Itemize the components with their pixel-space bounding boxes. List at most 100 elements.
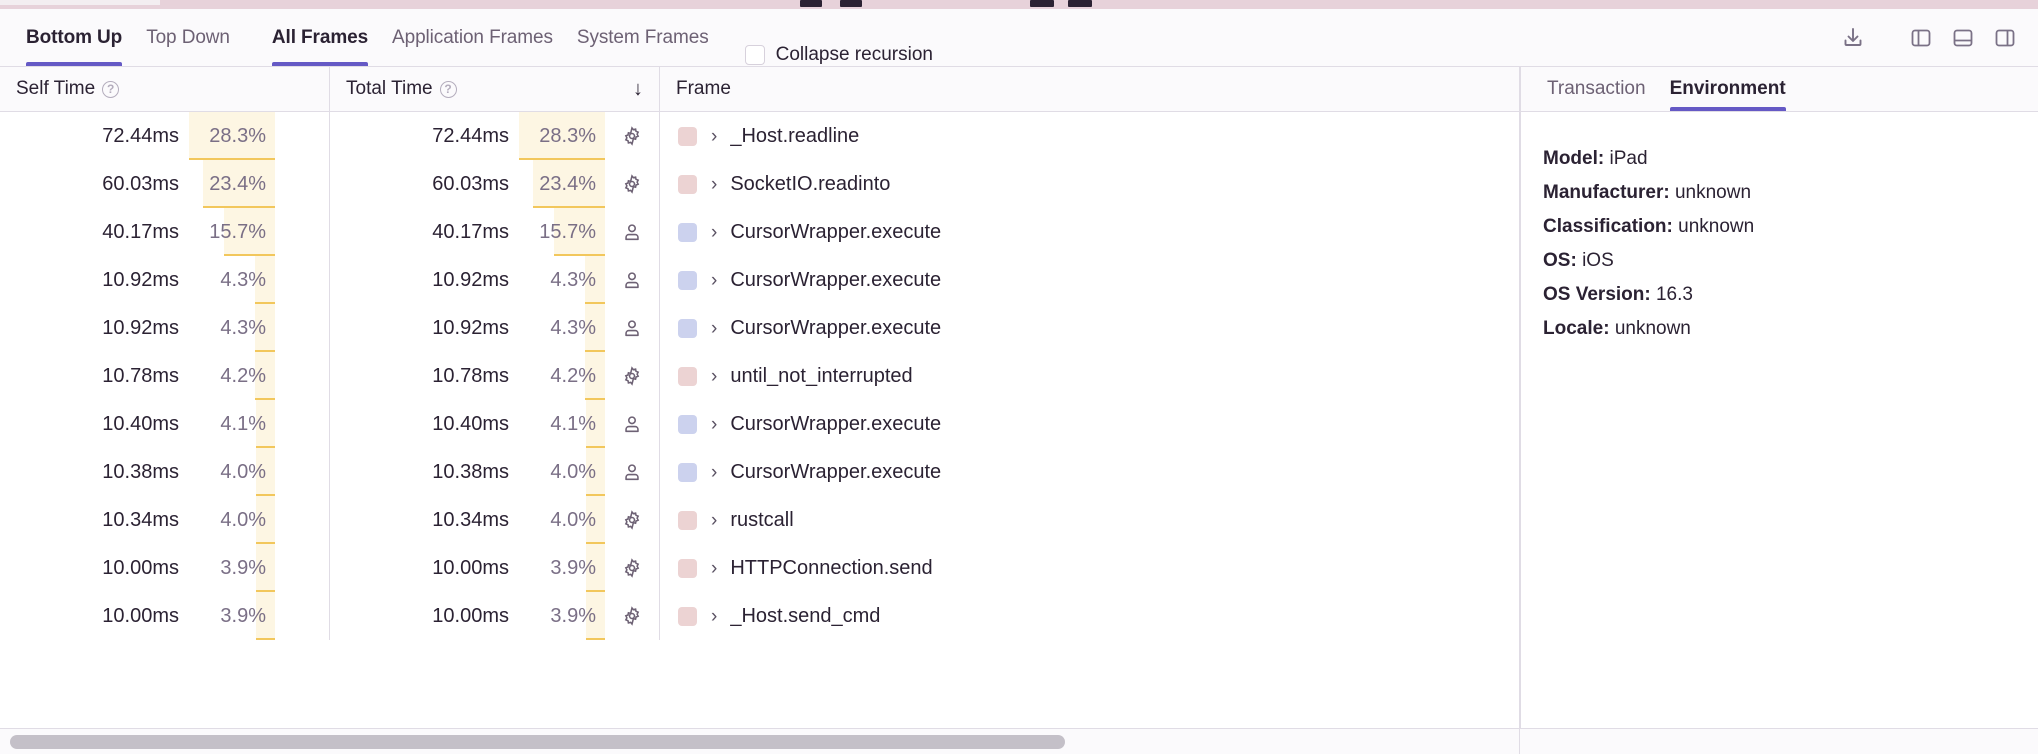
percent-value: 28.3% (539, 124, 596, 147)
environment-value: unknown (1678, 216, 1755, 237)
tab-environment[interactable]: Environment (1658, 67, 1798, 111)
cell-frame[interactable]: ›CursorWrapper.execute (660, 304, 1519, 352)
download-icon[interactable] (1836, 21, 1870, 55)
chevron-right-icon[interactable]: › (711, 173, 718, 195)
percent-value: 4.3% (220, 268, 266, 291)
collapse-recursion-checkbox[interactable] (744, 45, 765, 65)
frame-color-swatch (678, 126, 697, 146)
panel-bottom-icon[interactable] (1946, 21, 1980, 55)
tab-top-down[interactable]: Top Down (134, 9, 242, 66)
cell-frame[interactable]: ›SocketIO.readinto (660, 160, 1519, 208)
percent-bar (585, 256, 605, 304)
percent-bar (256, 496, 275, 544)
chevron-right-icon[interactable]: › (711, 413, 718, 435)
scrollbar-thumb[interactable] (10, 735, 1065, 749)
cell-frame[interactable]: ›CursorWrapper.execute (660, 256, 1519, 304)
column-header-self-time-label: Self Time (16, 78, 96, 99)
chevron-right-icon[interactable]: › (711, 317, 718, 339)
chevron-right-icon[interactable]: › (711, 557, 718, 579)
cell-frame[interactable]: ›HTTPConnection.send (660, 544, 1519, 592)
total-time-value: 72.44ms (432, 124, 509, 147)
column-header-frame[interactable]: Frame (660, 67, 1519, 111)
tab-bottom-up[interactable]: Bottom Up (14, 9, 134, 66)
total-time-value: 10.00ms (432, 556, 509, 579)
chevron-right-icon[interactable]: › (711, 221, 718, 243)
help-icon[interactable]: ? (102, 80, 120, 98)
percent-bar (585, 352, 605, 400)
self-spacer (275, 496, 329, 544)
tab-transaction[interactable]: Transaction (1535, 67, 1658, 111)
toolbar-tab-group: Bottom Up Top Down All Frames Applicatio… (14, 9, 933, 66)
panel-right-icon[interactable] (1988, 21, 2022, 55)
help-icon[interactable]: ? (439, 80, 457, 98)
percent-bar (256, 544, 275, 592)
self-spacer (275, 448, 329, 496)
tab-all-frames-label: All Frames (271, 26, 369, 48)
chevron-right-icon[interactable]: › (711, 461, 718, 483)
sort-descending-icon[interactable]: ↓ (633, 78, 643, 100)
self-time-value: 10.34ms (102, 508, 179, 531)
percent-bar (255, 352, 275, 400)
environment-value: unknown (1674, 182, 1752, 203)
self-spacer (275, 400, 329, 448)
column-header-self-time[interactable]: Self Time ? (0, 67, 330, 111)
gear-icon (605, 496, 659, 544)
tab-all-frames[interactable]: All Frames (260, 9, 380, 66)
person-icon (605, 256, 659, 304)
percent-cell: 3.9% (189, 592, 275, 640)
percent-bar (256, 448, 275, 496)
panel-left-icon[interactable] (1904, 21, 1938, 55)
percent-cell: 3.9% (519, 544, 605, 592)
toolbar-actions (1836, 21, 2022, 55)
environment-key: Locale: (1543, 318, 1610, 339)
percent-cell: 4.3% (519, 304, 605, 352)
tab-system-frames[interactable]: System Frames (565, 9, 721, 66)
percent-bar (586, 496, 605, 544)
cell-frame[interactable]: ›CursorWrapper.execute (660, 448, 1519, 496)
percent-value: 4.0% (220, 508, 266, 531)
frame-name: _Host.readline (730, 124, 860, 147)
person-icon (605, 304, 659, 352)
cell-frame[interactable]: › _Host.readline (660, 112, 1519, 160)
cell-frame[interactable]: ›CursorWrapper.execute (660, 208, 1519, 256)
environment-row: OS: iOS (1543, 244, 2038, 278)
total-time-value: 10.34ms (432, 508, 509, 531)
cell-frame[interactable]: ›CursorWrapper.execute (660, 400, 1519, 448)
chevron-right-icon[interactable]: › (711, 269, 718, 291)
cell-frame[interactable]: › _Host.send_cmd (660, 592, 1519, 640)
cell-frame[interactable]: ›rustcall (660, 496, 1519, 544)
person-icon (605, 400, 659, 448)
percent-cell: 28.3% (519, 112, 605, 160)
scrollbar-track[interactable] (0, 729, 1520, 754)
tab-application-frames-label: Application Frames (392, 26, 553, 48)
column-header-total-time[interactable]: Total Time ? ↓ (330, 67, 660, 111)
chevron-right-icon[interactable]: › (711, 125, 718, 147)
horizontal-scrollbar[interactable] (0, 728, 2038, 754)
collapse-recursion-toggle[interactable]: Collapse recursion (744, 44, 933, 66)
column-header-frame-label: Frame (676, 78, 731, 99)
tab-application-frames[interactable]: Application Frames (380, 9, 565, 66)
chevron-right-icon[interactable]: › (711, 365, 718, 387)
frame-name: _Host.send_cmd (730, 604, 881, 627)
chevron-right-icon[interactable]: › (711, 509, 718, 531)
self-time-value: 10.00ms (102, 604, 179, 627)
chevron-right-icon[interactable]: › (711, 605, 718, 627)
cell-frame[interactable]: ›until_not_interrupted (660, 352, 1519, 400)
